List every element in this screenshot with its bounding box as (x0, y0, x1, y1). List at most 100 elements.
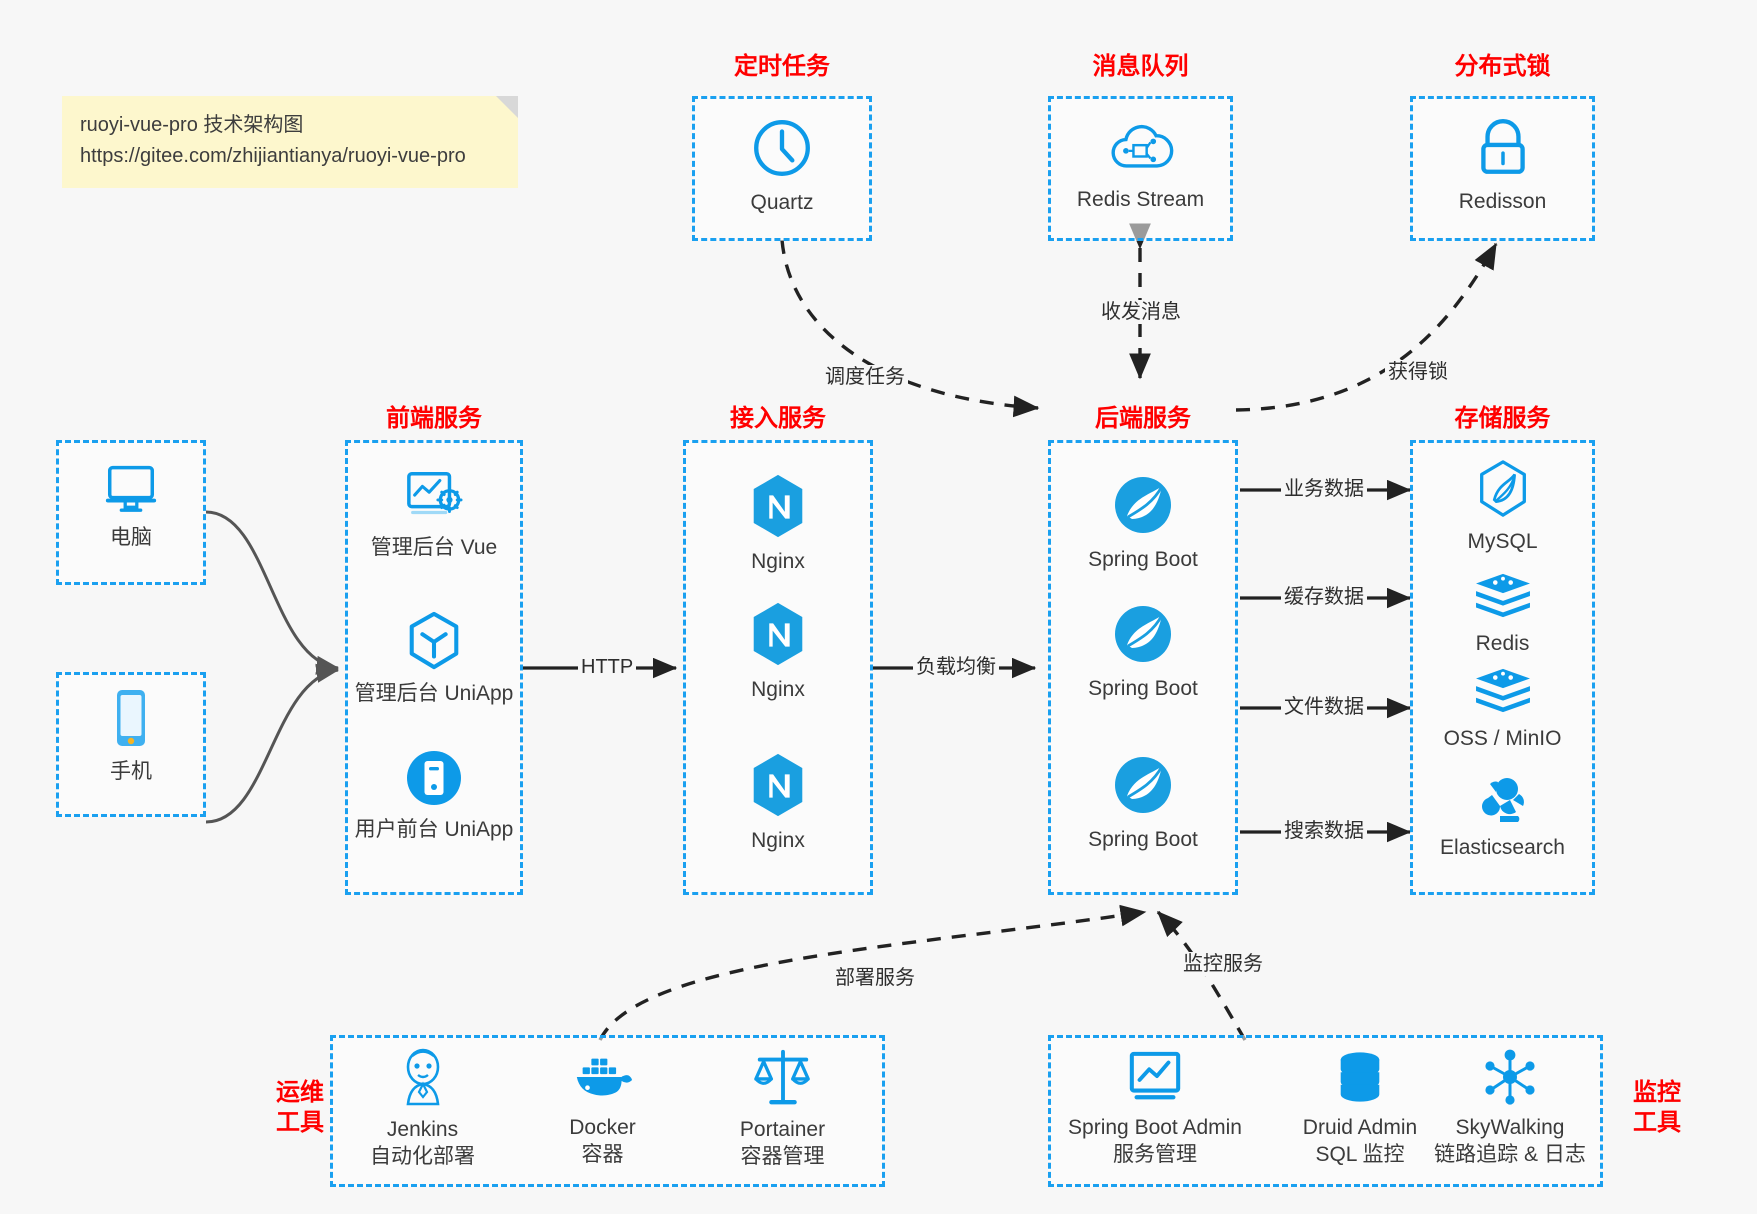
node-label: 手机 (110, 760, 152, 783)
node-admin-vue[interactable]: 管理后台 Vue (345, 468, 523, 561)
edge-schedule-task (780, 239, 1040, 418)
edge-label-business-data: 业务数据 (1281, 477, 1367, 501)
note-line-2: https://gitee.com/zhijiantianya/ruoyi-vu… (80, 145, 466, 167)
node-docker[interactable]: Docker 容器 (520, 1050, 685, 1169)
node-spring-boot-2[interactable]: Spring Boot (1048, 601, 1238, 702)
desktop-monitor-icon (100, 458, 162, 516)
node-quartz[interactable]: Quartz (692, 115, 872, 216)
node-label: Spring Boot (1088, 677, 1198, 700)
node-desktop[interactable]: 电脑 (56, 458, 206, 551)
node-label: Druid Admin (1302, 1116, 1418, 1139)
group-title-monitoring: 监控 工具 (1612, 1078, 1702, 1138)
redis-stack-icon (1472, 570, 1534, 622)
edge-label-file-data: 文件数据 (1281, 695, 1367, 719)
edge-desktop-to-frontend (205, 510, 340, 675)
node-sublabel: 服务管理 (1113, 1143, 1197, 1167)
database-stack-icon (1331, 1050, 1389, 1106)
spring-boot-icon (1110, 601, 1176, 667)
edge-label-monitor-service: 监控服务 (1180, 952, 1266, 976)
edge-label-http: HTTP (578, 655, 637, 679)
node-mobile[interactable]: 手机 (56, 686, 206, 785)
node-nginx-1[interactable]: Nginx (683, 472, 873, 575)
node-label: Nginx (751, 829, 805, 852)
diagram-note: ruoyi-vue-pro 技术架构图 https://gitee.com/zh… (62, 96, 518, 188)
spring-boot-icon (1110, 472, 1176, 538)
edge-label-cache-data: 缓存数据 (1281, 585, 1367, 609)
node-sublabel: 自动化部署 (370, 1145, 475, 1169)
edge-label-load-balance: 负载均衡 (913, 655, 999, 679)
node-label: Docker (569, 1116, 636, 1139)
node-label: MySQL (1467, 530, 1538, 553)
group-title-devops: 运维 工具 (255, 1078, 345, 1138)
group-title-scheduler: 定时任务 (734, 53, 830, 80)
node-admin-uniapp[interactable]: 管理后台 UniApp (345, 610, 523, 707)
mysql-dolphin-icon (1474, 458, 1532, 520)
node-label: Redis (1475, 632, 1530, 655)
nginx-icon (747, 600, 809, 668)
padlock-icon (1472, 114, 1534, 180)
node-jenkins[interactable]: Jenkins 自动化部署 (340, 1046, 505, 1171)
group-title-frontend: 前端服务 (386, 405, 482, 432)
node-label: 管理后台 UniApp (354, 682, 514, 705)
node-druid-admin[interactable]: Druid Admin SQL 监控 (1275, 1050, 1445, 1169)
node-spring-boot-1[interactable]: Spring Boot (1048, 472, 1238, 573)
chart-monitor-icon (1124, 1050, 1186, 1106)
node-spring-boot-admin[interactable]: Spring Boot Admin 服务管理 (1055, 1050, 1255, 1169)
node-portainer[interactable]: Portainer 容器管理 (700, 1046, 865, 1171)
node-label: 用户前台 UniApp (354, 818, 514, 841)
edge-label-send-receive-message: 收发消息 (1098, 300, 1184, 324)
spring-boot-icon (1110, 752, 1176, 818)
node-sublabel: SQL 监控 (1315, 1143, 1405, 1167)
group-title-storage: 存储服务 (1454, 405, 1551, 432)
node-elasticsearch[interactable]: Elasticsearch (1410, 770, 1595, 861)
clock-icon (749, 115, 815, 181)
node-nginx-2[interactable]: Nginx (683, 600, 873, 703)
cube-icon (404, 610, 464, 672)
elasticsearch-icon (1474, 770, 1532, 826)
edge-label-search-data: 搜索数据 (1281, 819, 1367, 843)
node-label: OSS / MinIO (1443, 727, 1562, 750)
node-skywalking[interactable]: SkyWalking 链路追踪 & 日志 (1420, 1048, 1600, 1169)
mobile-phone-icon (108, 686, 154, 750)
edge-acquire-lock (1235, 242, 1498, 412)
group-title-gateway: 接入服务 (730, 405, 826, 432)
node-redisson[interactable]: Redisson (1410, 114, 1595, 215)
node-label: Quartz (750, 191, 814, 214)
node-label: Nginx (751, 678, 805, 701)
edge-monitor-service (1156, 910, 1247, 1041)
node-label: SkyWalking (1455, 1116, 1565, 1139)
group-title-message-queue: 消息队列 (1092, 53, 1189, 80)
group-box-message-queue (1048, 96, 1233, 241)
node-label: Portainer (739, 1118, 826, 1141)
node-label: Spring Boot (1088, 548, 1198, 571)
edge-label-deploy-service: 部署服务 (832, 966, 918, 990)
admin-dashboard-icon (401, 468, 467, 526)
node-mysql[interactable]: MySQL (1410, 458, 1595, 555)
devops-title-line-1: 运维 (276, 1079, 324, 1106)
node-nginx-3[interactable]: Nginx (683, 751, 873, 854)
node-user-uniapp[interactable]: 用户前台 UniApp (345, 748, 523, 843)
node-redis[interactable]: Redis (1410, 570, 1595, 657)
oss-stack-icon (1472, 665, 1534, 717)
group-box-client-desktop (56, 440, 206, 585)
node-oss-minio[interactable]: OSS / MinIO (1410, 665, 1595, 752)
node-sublabel: 容器 (581, 1143, 624, 1167)
note-line-1: ruoyi-vue-pro 技术架构图 (80, 114, 304, 136)
node-label: 管理后台 Vue (370, 536, 498, 559)
app-circle-icon (404, 748, 464, 808)
group-title-backend: 后端服务 (1095, 405, 1191, 432)
monitoring-title-line-1: 监控 (1633, 1079, 1681, 1106)
node-redis-stream[interactable]: Redis Stream (1048, 118, 1233, 213)
note-fold-corner (496, 96, 518, 118)
node-spring-boot-3[interactable]: Spring Boot (1048, 752, 1238, 853)
cloud-stream-icon (1108, 118, 1174, 178)
node-label: Spring Boot Admin (1068, 1116, 1242, 1139)
edge-label-acquire-lock: 获得锁 (1385, 360, 1451, 384)
node-label: Elasticsearch (1440, 836, 1565, 859)
edge-label-schedule-task: 调度任务 (822, 365, 908, 389)
node-label: Nginx (751, 550, 805, 573)
edge-mobile-to-frontend (205, 663, 340, 824)
node-label: Jenkins (386, 1118, 459, 1141)
docker-whale-icon (571, 1050, 635, 1106)
